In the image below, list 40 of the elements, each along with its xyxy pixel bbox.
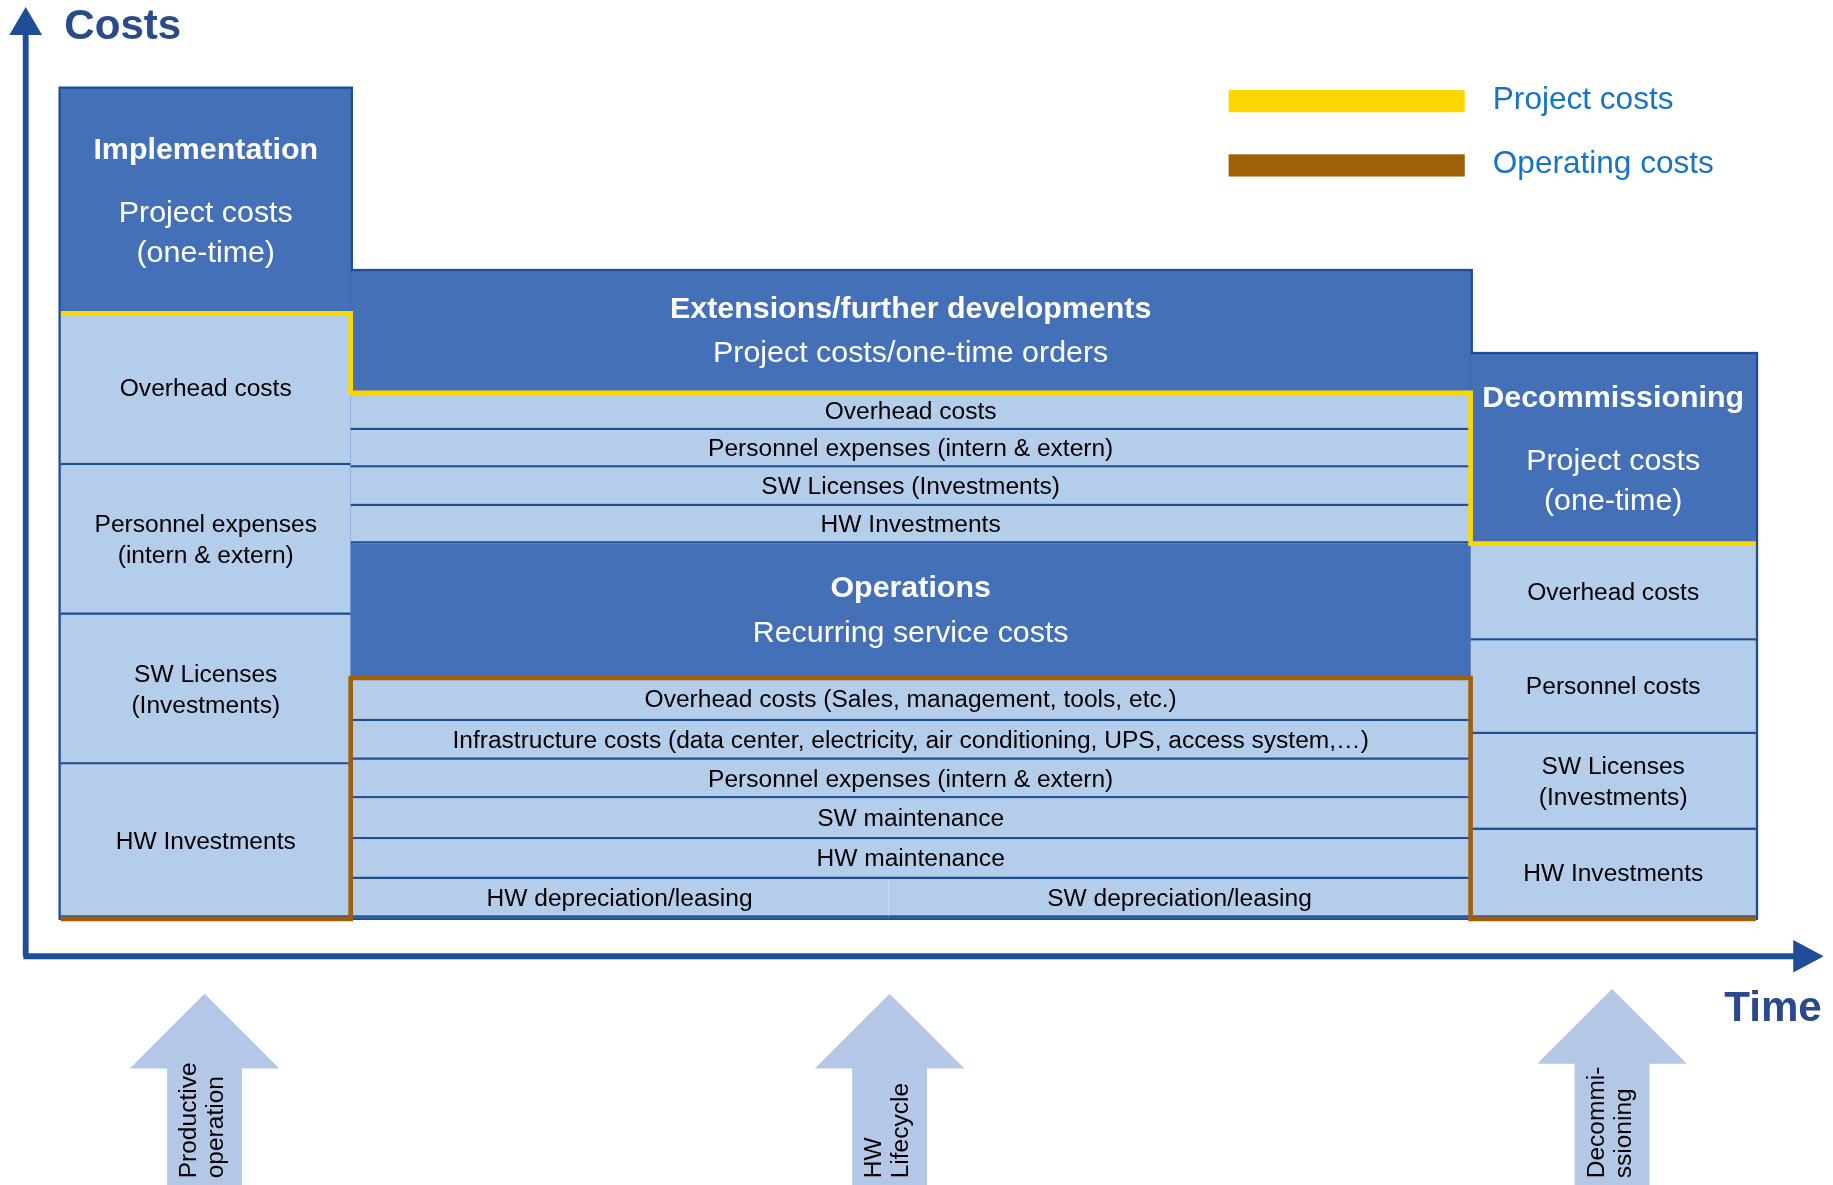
- axis-title: Time: [1724, 981, 1822, 1032]
- cost-type-label: Project costs (one-time): [117, 192, 294, 271]
- phase-header-block: [350, 543, 1471, 678]
- cost-item-row: HW Investments: [350, 506, 1471, 544]
- cost-item-row: Personnel expenses (intern & extern): [350, 759, 1471, 799]
- phase-title: Extensions/further developments: [669, 290, 1152, 327]
- cost-item-row: HW Investments: [60, 764, 351, 918]
- cost-item-row: SW Licenses (Investments): [60, 614, 351, 765]
- legend-label: Operating costs: [1492, 144, 1714, 182]
- cost-item-row: SW Licenses (Investments): [350, 467, 1471, 507]
- cost-item-row: HW maintenance: [350, 839, 1471, 880]
- axis-title: Costs: [64, 0, 182, 50]
- cost-item-row: HW depreciation/leasing: [350, 879, 889, 918]
- cost-item-row: Overhead costs (Sales, management, tools, etc.): [350, 678, 1471, 722]
- cost-item-row: HW Investments: [1470, 830, 1756, 918]
- milestone-arrow: [129, 993, 280, 1185]
- arrow-label: HW Lifecycle: [859, 1081, 915, 1179]
- cost-type-label: Project costs (one-time): [1525, 440, 1702, 519]
- milestone-arrow: [814, 993, 965, 1185]
- cost-item-row: SW depreciation/leasing: [888, 879, 1471, 918]
- phase-title: Decommissioning: [1482, 378, 1745, 415]
- phase-header-block: [1470, 354, 1756, 544]
- cost-item-row: Overhead costs: [60, 313, 351, 466]
- milestone-arrow: [1537, 988, 1687, 1185]
- cost-type-label: Recurring service costs: [752, 612, 1069, 651]
- cost-item-row: Personnel expenses (intern & extern): [60, 465, 351, 615]
- phase-title: Operations: [830, 569, 991, 606]
- cost-item-row: Personnel costs: [1470, 640, 1756, 735]
- cost-item-row: Overhead costs: [1470, 543, 1756, 641]
- phase-header-block: [350, 271, 1471, 392]
- arrow-label: Productive operation: [174, 1061, 230, 1179]
- cost-item-row: SW Licenses (Investments): [1470, 734, 1756, 830]
- cost-type-label: Project costs/one-time orders: [713, 333, 1109, 372]
- cost-item-row: Infrastructure costs (data center, electricity, air conditioning, UPS, access system,…): [350, 721, 1471, 760]
- legend-label: Project costs: [1492, 80, 1674, 117]
- arrow-label: Decommi- ssioning: [1581, 1065, 1637, 1179]
- phase-title: Implementation: [93, 130, 319, 167]
- phase-header-block: [60, 88, 351, 314]
- cost-item-row: Personnel expenses (intern & extern): [350, 430, 1471, 468]
- cost-item-row: SW maintenance: [350, 798, 1471, 840]
